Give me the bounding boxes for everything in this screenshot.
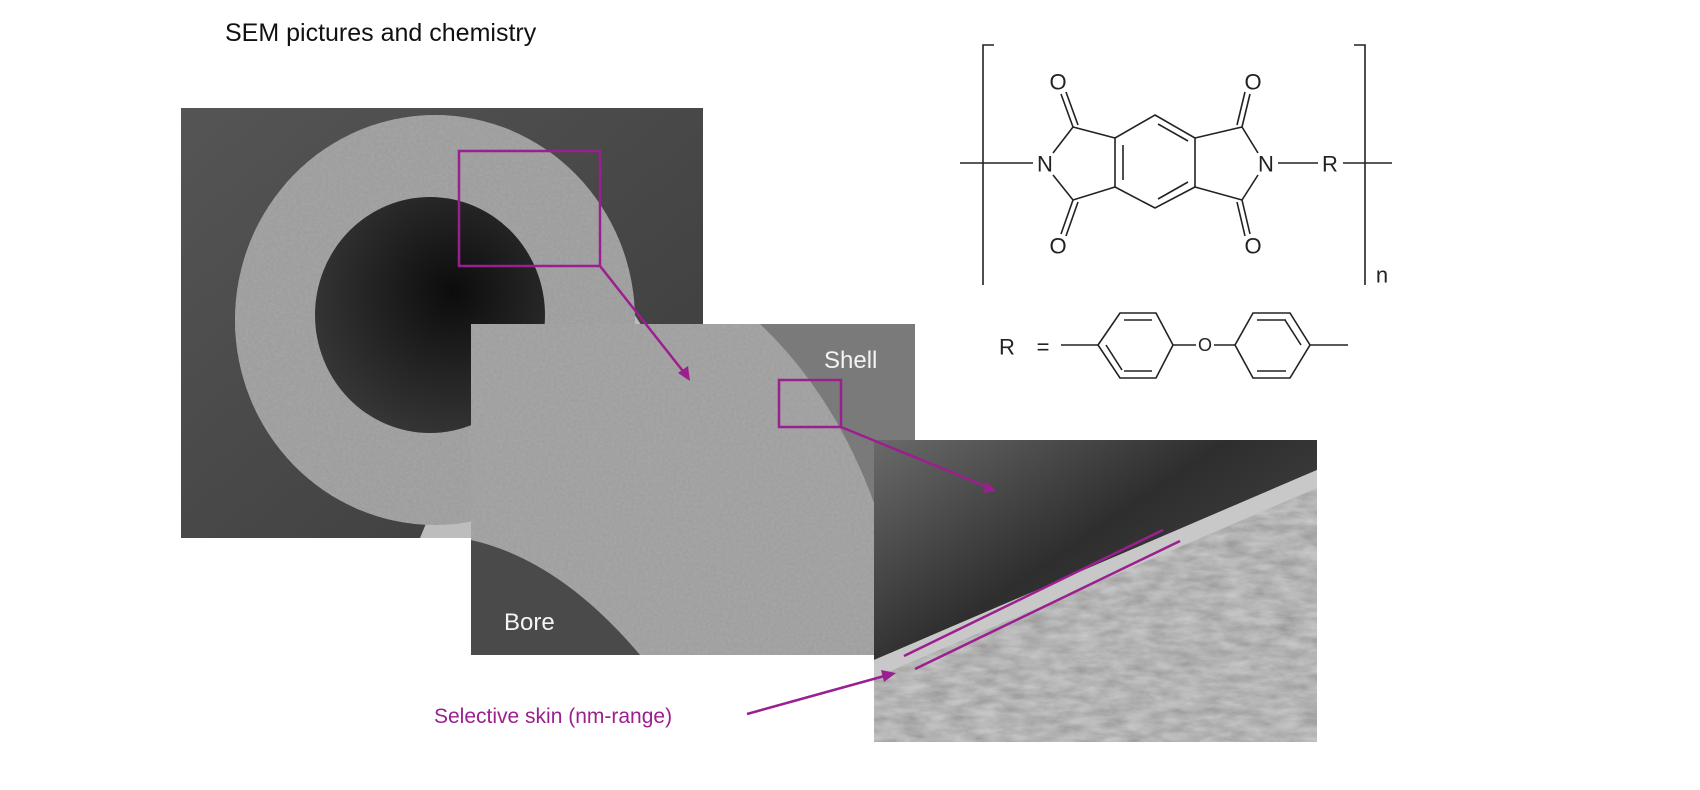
zoom-annotations bbox=[457, 149, 1181, 716]
atom-o-bottom-left: O bbox=[1049, 234, 1066, 259]
bracket-left bbox=[982, 44, 994, 285]
bracket-right bbox=[1354, 44, 1366, 285]
ether-oxygen: O bbox=[1198, 335, 1212, 355]
equals-sign: = bbox=[1037, 335, 1050, 360]
label-shell: Shell bbox=[824, 347, 877, 374]
arrowhead-2 bbox=[983, 482, 996, 493]
atom-n-left: N bbox=[1037, 152, 1053, 177]
atom-o-bottom-right: O bbox=[1244, 234, 1261, 259]
atom-o-top-right: O bbox=[1244, 70, 1261, 95]
arrowhead-1 bbox=[678, 366, 690, 381]
atom-o-top-left: O bbox=[1049, 70, 1066, 95]
atom-r: R bbox=[1322, 152, 1338, 177]
r-group-definition: R = O bbox=[999, 312, 1348, 379]
zoom-arrow-2 bbox=[840, 425, 991, 490]
skin-arrow bbox=[746, 673, 889, 716]
atom-n-right: N bbox=[1258, 152, 1274, 177]
zoom-box-1 bbox=[457, 149, 602, 268]
polyimide-structure: n N N O O O O R bbox=[960, 44, 1392, 288]
sem-image-skin-closeup bbox=[874, 440, 1317, 742]
skin-line-outer bbox=[903, 528, 1164, 658]
skin-line-inner bbox=[914, 539, 1181, 671]
selective-skin-caption: Selective skin (nm-range) bbox=[434, 705, 672, 728]
zoom-arrow-1 bbox=[599, 265, 687, 376]
label-bore: Bore bbox=[504, 609, 555, 636]
repeat-n: n bbox=[1376, 263, 1388, 288]
slide-title: SEM pictures and chemistry bbox=[225, 19, 537, 47]
arrowhead-3 bbox=[881, 670, 896, 682]
r-label: R bbox=[999, 335, 1015, 360]
zoom-box-2 bbox=[777, 378, 843, 429]
